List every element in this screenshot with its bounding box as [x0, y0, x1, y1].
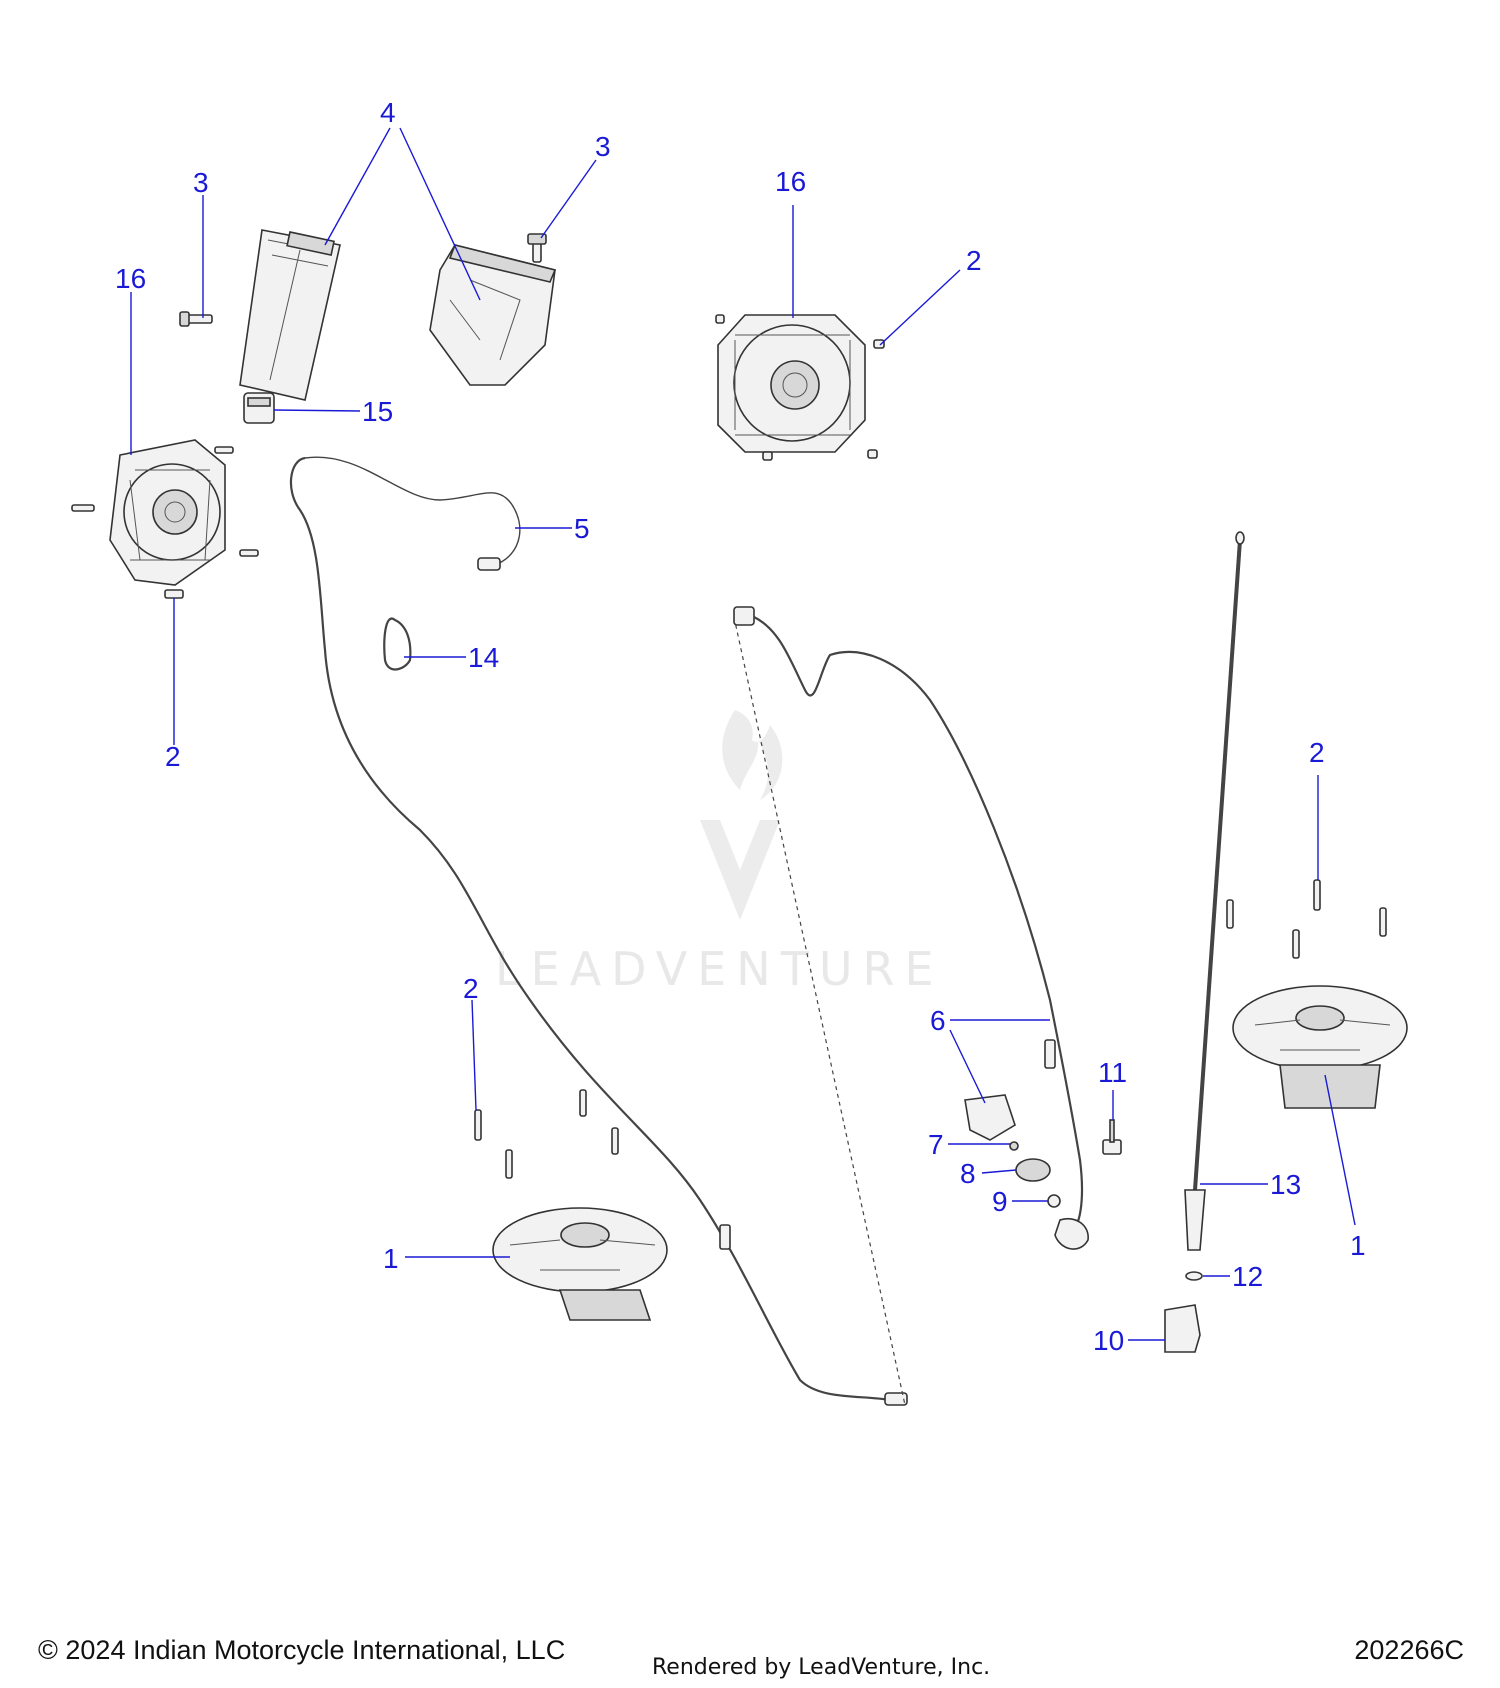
- antenna-cable-6: [733, 606, 1089, 1250]
- leader-lines: [130, 127, 1356, 1341]
- watermark-flame-icon: [722, 710, 783, 800]
- washer-7: [1009, 1141, 1019, 1151]
- bolt-3-right: [527, 233, 547, 263]
- washer-9: [1047, 1194, 1061, 1208]
- watermark-text: LEADVENTURE: [495, 942, 944, 996]
- speaker-bracket-right: [717, 314, 866, 453]
- callout-3-right: 3: [595, 131, 611, 162]
- watermark: LEADVENTURE: [495, 710, 944, 996]
- rendered-by-text: Rendered by LeadVenture, Inc.: [652, 1655, 991, 1680]
- speaker-1-left: [492, 1207, 668, 1321]
- cable-5: [289, 456, 908, 1406]
- diagram-number: 202266C: [1354, 1635, 1464, 1665]
- callout-7: 7: [928, 1129, 944, 1160]
- callout-1-left: 1: [383, 1243, 399, 1274]
- callout-2-bottom-left: 2: [463, 973, 479, 1004]
- antenna-mast-13: [1184, 531, 1245, 1251]
- amplifier-left: [239, 229, 341, 401]
- antenna-mount-6: [964, 1094, 1016, 1141]
- callout-9: 9: [992, 1186, 1008, 1217]
- clip-11: [1102, 1119, 1122, 1155]
- disc-8: [1015, 1158, 1051, 1182]
- callout-3-left: 3: [193, 167, 209, 198]
- copyright-text: © 2024 Indian Motorcycle International, …: [38, 1635, 566, 1665]
- bolt-3-left: [179, 311, 213, 327]
- callout-16-left: 16: [115, 263, 146, 294]
- antenna-base-10: [1164, 1304, 1201, 1353]
- screws-right-speaker: [1226, 879, 1387, 959]
- callout-1-right: 1: [1350, 1230, 1366, 1261]
- callout-13: 13: [1270, 1169, 1301, 1200]
- callout-6: 6: [930, 1005, 946, 1036]
- dashed-lead: [733, 616, 906, 1406]
- callout-2-left: 2: [165, 741, 181, 772]
- screws-right-bracket: [715, 314, 885, 461]
- callout-12: 12: [1232, 1261, 1263, 1292]
- callout-8: 8: [960, 1158, 976, 1189]
- callout-11: 11: [1098, 1057, 1127, 1088]
- speaker-1-right: [1232, 985, 1408, 1109]
- callouts: 4 3 3 16 16 2 2 2 2 15 5 14 6 7 8 9 11 1…: [115, 97, 1366, 1356]
- callout-2-right: 2: [1309, 737, 1325, 768]
- callout-2-top-right: 2: [966, 245, 982, 276]
- callout-5: 5: [574, 513, 590, 544]
- connector-15: [243, 392, 275, 424]
- speaker-bracket-left: [109, 439, 226, 586]
- callout-15: 15: [362, 396, 393, 427]
- watermark-v-icon: [700, 820, 780, 920]
- strap-14: [383, 617, 412, 671]
- callout-14: 14: [468, 642, 499, 673]
- amplifier-right: [429, 244, 557, 386]
- screws-left-speaker: [474, 1089, 619, 1179]
- callout-4: 4: [380, 97, 396, 128]
- callout-16-right: 16: [775, 166, 806, 197]
- callout-10: 10: [1093, 1325, 1124, 1356]
- washer-12: [1185, 1271, 1203, 1281]
